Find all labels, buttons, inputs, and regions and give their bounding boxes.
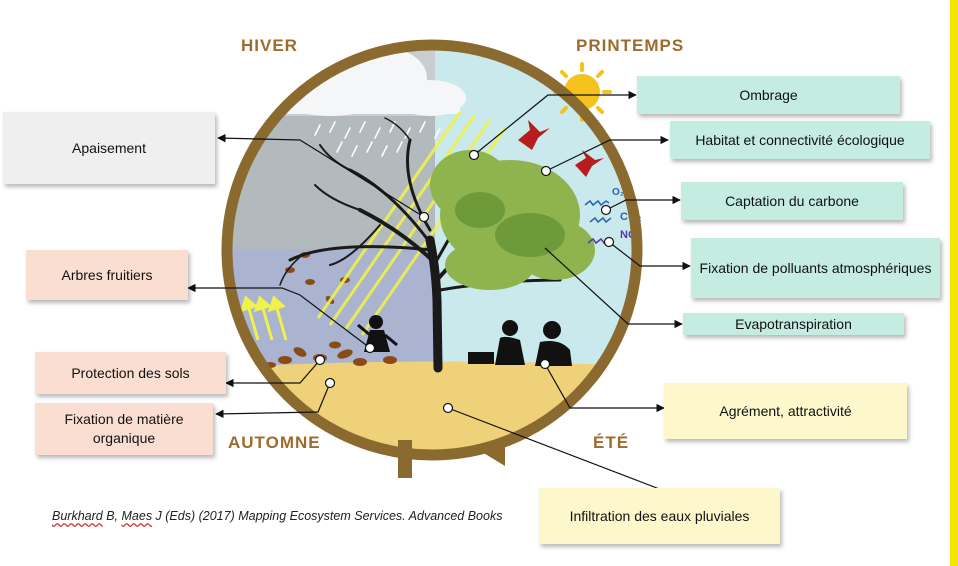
o2-label: O₂ bbox=[612, 187, 624, 198]
rain-icon bbox=[314, 121, 441, 157]
service-box-carbon: Captation du carbone bbox=[681, 182, 903, 220]
season-label-autumn: AUTOMNE bbox=[228, 433, 321, 452]
people-silhouettes bbox=[468, 320, 572, 366]
season-label-winter: HIVER bbox=[241, 36, 298, 55]
ring-arrow-right bbox=[482, 438, 505, 466]
bird-icon bbox=[518, 120, 604, 177]
season-quadrants bbox=[227, 45, 637, 455]
foliage-shade bbox=[455, 192, 565, 257]
service-box-soil-protection: Protection des sols bbox=[35, 352, 226, 394]
service-box-pollutants: Fixation de polluants atmosphériques bbox=[691, 238, 940, 298]
citation: Burkhard B, Maes J (Eds) (2017) Mapping … bbox=[52, 509, 502, 523]
ring-arrow-left bbox=[398, 440, 412, 478]
season-label-spring: PRINTEMPS bbox=[576, 36, 685, 55]
citation-author-2: Maes bbox=[121, 509, 153, 523]
service-box-apaisement: Apaisement bbox=[3, 112, 215, 184]
service-box-organic-matter: Fixation de matière organique bbox=[35, 403, 213, 455]
citation-initial-1: B, bbox=[102, 509, 122, 523]
citation-author-1: Burkhard bbox=[52, 509, 103, 523]
citation-rest: J (Eds) (2017) Mapping Ecosystem Service… bbox=[152, 509, 503, 523]
service-box-habitat: Habitat et connectivité écologique bbox=[670, 121, 930, 159]
yellow-edge-strip bbox=[950, 0, 958, 566]
service-box-evapotranspiration: Evapotranspiration bbox=[683, 313, 904, 335]
service-box-fruit-trees: Arbres fruitiers bbox=[26, 250, 188, 300]
season-cycle-ring bbox=[221, 39, 643, 461]
evaporation-arrows bbox=[239, 295, 288, 341]
service-box-infiltration: Infiltration des eaux pluviales bbox=[539, 488, 780, 544]
service-box-amenity: Agrément, attractivité bbox=[664, 383, 907, 439]
connector-lines bbox=[187, 90, 691, 491]
service-box-shade: Ombrage bbox=[637, 76, 900, 114]
season-label-summer: ÉTÉ bbox=[593, 433, 630, 452]
winter-sky bbox=[227, 116, 435, 249]
connector-points bbox=[314, 149, 615, 414]
